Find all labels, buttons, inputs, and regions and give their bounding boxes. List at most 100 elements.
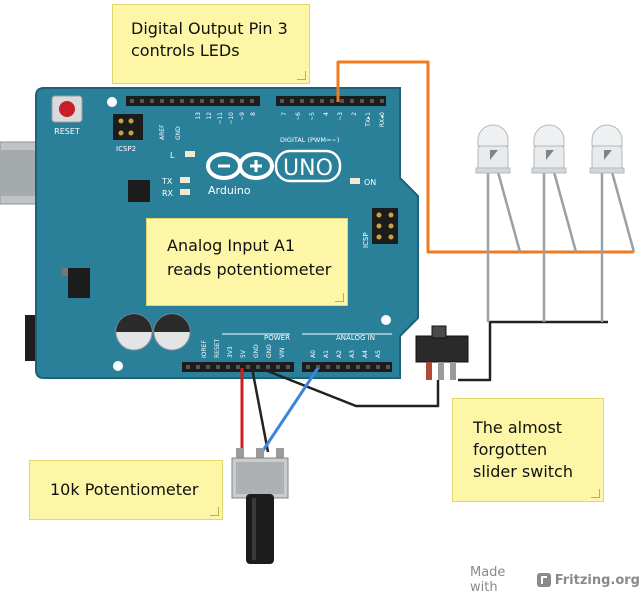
header-pin-hole bbox=[306, 365, 310, 369]
potentiometer[interactable] bbox=[231, 448, 289, 564]
icsp-label: ICSP bbox=[362, 232, 370, 248]
tx-label: TX bbox=[161, 177, 173, 186]
header-pin-hole bbox=[356, 365, 360, 369]
rx-label: RX bbox=[162, 189, 174, 198]
note-slider-switch-text: The almost forgotten slider switch bbox=[473, 418, 573, 481]
fritzing-brand[interactable]: Fritzing.org bbox=[554, 572, 640, 588]
capacitor-1 bbox=[115, 313, 153, 351]
pin-label: A2 bbox=[336, 350, 343, 358]
pin-label: 3V3 bbox=[227, 346, 234, 358]
pin-label: 2 bbox=[351, 112, 358, 116]
on-label: ON bbox=[364, 178, 376, 187]
mount-hole bbox=[107, 97, 117, 107]
blue-wire bbox=[260, 367, 320, 453]
made-with-text: Made with bbox=[470, 565, 506, 595]
fritzing-logo-icon bbox=[537, 573, 551, 587]
header-pin-hole bbox=[246, 365, 250, 369]
header-pin-hole bbox=[376, 365, 380, 369]
header-pin-hole bbox=[210, 99, 214, 103]
l-led bbox=[185, 151, 195, 157]
header-pin-hole bbox=[360, 99, 364, 103]
header-pin-hole bbox=[196, 365, 200, 369]
header-pin-hole bbox=[276, 365, 280, 369]
pin-label: ~6 bbox=[295, 112, 302, 121]
led-group bbox=[475, 124, 636, 322]
arduino-infinity-logo bbox=[206, 152, 274, 180]
gnd-label: GND bbox=[175, 126, 182, 140]
header-pin-hole bbox=[130, 99, 134, 103]
reset-button[interactable] bbox=[51, 95, 83, 123]
header-pin-hole bbox=[280, 99, 284, 103]
header-pin-hole bbox=[250, 99, 254, 103]
slider-switch[interactable] bbox=[415, 325, 469, 380]
analog-in-label: ANALOG IN bbox=[336, 334, 375, 342]
ground-wires bbox=[250, 320, 608, 453]
header-pin-hole bbox=[170, 99, 174, 103]
mount-hole bbox=[381, 315, 391, 325]
header-pin-hole bbox=[350, 99, 354, 103]
pin-label: 4 bbox=[323, 112, 330, 116]
header-pin-hole bbox=[326, 365, 330, 369]
icsp-header bbox=[372, 208, 398, 244]
uno-label: UNO bbox=[283, 156, 333, 181]
led bbox=[589, 124, 636, 322]
header-pin-hole bbox=[180, 99, 184, 103]
arduino-label: Arduino bbox=[208, 184, 251, 197]
pin-label: ~3 bbox=[337, 112, 344, 121]
orange-wire bbox=[336, 60, 634, 254]
header-pin-hole bbox=[266, 365, 270, 369]
header-pin-hole bbox=[370, 99, 374, 103]
digital-header-pins bbox=[130, 99, 384, 103]
capacitor-2 bbox=[153, 313, 191, 351]
header-pin-hole bbox=[300, 99, 304, 103]
pin-label: GND bbox=[253, 344, 260, 358]
header-pin-hole bbox=[290, 99, 294, 103]
l-label: L bbox=[170, 151, 175, 160]
pin-label: A5 bbox=[375, 350, 382, 358]
pin-label: IOREF bbox=[201, 340, 208, 358]
header-pin-hole bbox=[240, 99, 244, 103]
usb-chip bbox=[128, 180, 150, 202]
header-pin-hole bbox=[230, 99, 234, 103]
header-pin-hole bbox=[200, 99, 204, 103]
pin-label: 5V bbox=[240, 349, 247, 358]
pin-label: RX◂0 bbox=[379, 112, 386, 127]
header-pin-hole bbox=[186, 365, 190, 369]
power-label: POWER bbox=[264, 334, 290, 342]
header-pin-hole bbox=[236, 365, 240, 369]
header-pin-hole bbox=[190, 99, 194, 103]
voltage-regulator bbox=[62, 268, 90, 298]
header-pin-hole bbox=[286, 365, 290, 369]
note-digital-output: Digital Output Pin 3 controls LEDs bbox=[112, 4, 310, 84]
icsp2-label: ICSP2 bbox=[116, 145, 136, 153]
footer-credit: Made with Fritzing.org bbox=[470, 565, 640, 595]
pin-label: VIN bbox=[279, 348, 286, 358]
rx-led bbox=[180, 189, 190, 195]
header-pin-hole bbox=[366, 365, 370, 369]
pin-label: 12 bbox=[206, 112, 213, 120]
pin-label: A1 bbox=[323, 350, 330, 358]
led bbox=[475, 124, 522, 322]
header-pin-hole bbox=[226, 365, 230, 369]
aref-label: AREF bbox=[159, 124, 166, 140]
pin-label: 8 bbox=[250, 112, 257, 116]
header-pin-hole bbox=[256, 365, 260, 369]
pin-label: TX▸1 bbox=[365, 112, 372, 128]
led bbox=[531, 124, 578, 322]
pin-label: ~10 bbox=[228, 112, 235, 125]
header-pin-hole bbox=[216, 365, 220, 369]
header-pin-hole bbox=[150, 99, 154, 103]
header-pin-hole bbox=[340, 99, 344, 103]
pin-label: ~11 bbox=[217, 112, 224, 125]
mount-hole bbox=[113, 361, 123, 371]
pin-label: 13 bbox=[195, 112, 202, 120]
note-slider-switch: The almost forgotten slider switch bbox=[452, 398, 604, 502]
note-analog-input: Analog Input A1 reads potentiometer bbox=[146, 218, 348, 306]
pin-label: ~5 bbox=[309, 112, 316, 121]
note-fold bbox=[297, 71, 306, 80]
header-pin-hole bbox=[160, 99, 164, 103]
uno-badge bbox=[274, 149, 342, 183]
